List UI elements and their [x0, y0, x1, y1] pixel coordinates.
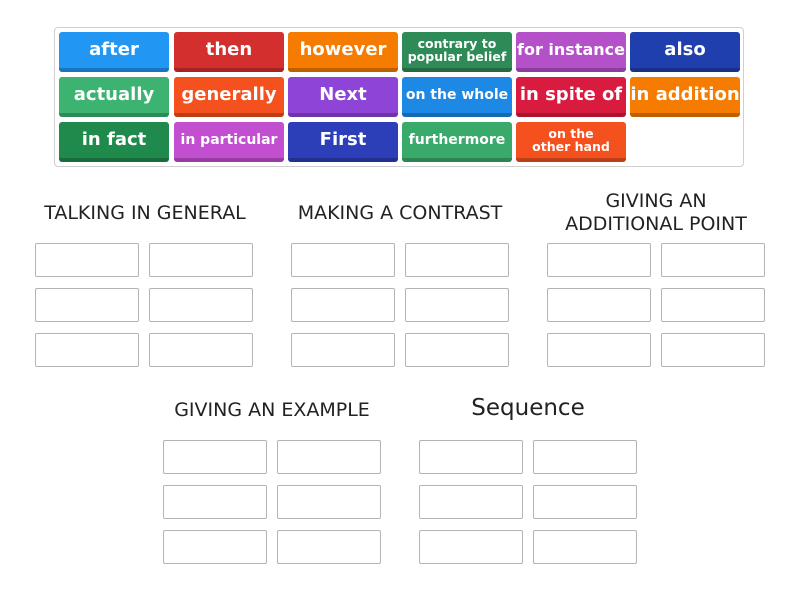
drop-slot-making-a-contrast[interactable]: [291, 288, 395, 322]
tile-after[interactable]: after: [59, 32, 169, 72]
tile-contrary-to-popular-belief[interactable]: contrary to popular belief: [402, 32, 512, 72]
drop-slot-sequence[interactable]: [533, 530, 637, 564]
drop-slot-sequence[interactable]: [419, 440, 523, 474]
drop-slot-additional-point[interactable]: [661, 243, 765, 277]
tile-in-spite-of[interactable]: in spite of: [516, 77, 626, 117]
tile-then[interactable]: then: [174, 32, 284, 72]
drop-slot-sequence[interactable]: [419, 485, 523, 519]
tile-for-instance[interactable]: for instance: [516, 32, 626, 72]
tile-generally[interactable]: generally: [174, 77, 284, 117]
tile-in-particular[interactable]: in particular: [174, 122, 284, 162]
drop-slot-talking-in-general[interactable]: [35, 243, 139, 277]
tile-next[interactable]: Next: [288, 77, 398, 117]
group-title-giving-an-example: GIVING AN EXAMPLE: [174, 399, 370, 421]
drop-slot-talking-in-general[interactable]: [149, 288, 253, 322]
drop-slot-making-a-contrast[interactable]: [291, 243, 395, 277]
tile-actually[interactable]: actually: [59, 77, 169, 117]
group-title-giving-an-additional-point: GIVING AN ADDITIONAL POINT: [565, 190, 747, 235]
drop-slot-making-a-contrast[interactable]: [405, 333, 509, 367]
drop-slot-additional-point[interactable]: [547, 288, 651, 322]
drop-slot-sequence[interactable]: [419, 530, 523, 564]
word-bank: [54, 27, 744, 167]
drop-slot-sequence[interactable]: [533, 440, 637, 474]
drop-slot-additional-point[interactable]: [661, 288, 765, 322]
drop-slot-giving-an-example[interactable]: [163, 530, 267, 564]
tile-on-the-whole[interactable]: on the whole: [402, 77, 512, 117]
drop-slot-sequence[interactable]: [533, 485, 637, 519]
drop-slot-giving-an-example[interactable]: [163, 440, 267, 474]
tile-on-the-other-hand[interactable]: on the other hand: [516, 122, 626, 162]
drop-slot-additional-point[interactable]: [547, 243, 651, 277]
tile-also[interactable]: also: [630, 32, 740, 72]
tile-however[interactable]: however: [288, 32, 398, 72]
drop-slot-additional-point[interactable]: [547, 333, 651, 367]
group-title-sequence: Sequence: [471, 395, 585, 421]
tile-in-addition[interactable]: in addition: [630, 77, 740, 117]
drop-slot-giving-an-example[interactable]: [277, 530, 381, 564]
drop-slot-talking-in-general[interactable]: [149, 333, 253, 367]
group-title-talking-in-general: TALKING IN GENERAL: [44, 202, 246, 224]
drop-slot-additional-point[interactable]: [661, 333, 765, 367]
drop-slot-making-a-contrast[interactable]: [291, 333, 395, 367]
tile-first[interactable]: First: [288, 122, 398, 162]
tile-furthermore[interactable]: furthermore: [402, 122, 512, 162]
group-title-making-a-contrast: MAKING A CONTRAST: [297, 202, 503, 224]
drop-slot-talking-in-general[interactable]: [149, 243, 253, 277]
drop-slot-making-a-contrast[interactable]: [405, 288, 509, 322]
drop-slot-talking-in-general[interactable]: [35, 333, 139, 367]
tile-in-fact[interactable]: in fact: [59, 122, 169, 162]
drop-slot-giving-an-example[interactable]: [277, 440, 381, 474]
drop-slot-talking-in-general[interactable]: [35, 288, 139, 322]
drop-slot-giving-an-example[interactable]: [277, 485, 381, 519]
drop-slot-giving-an-example[interactable]: [163, 485, 267, 519]
drop-slot-making-a-contrast[interactable]: [405, 243, 509, 277]
